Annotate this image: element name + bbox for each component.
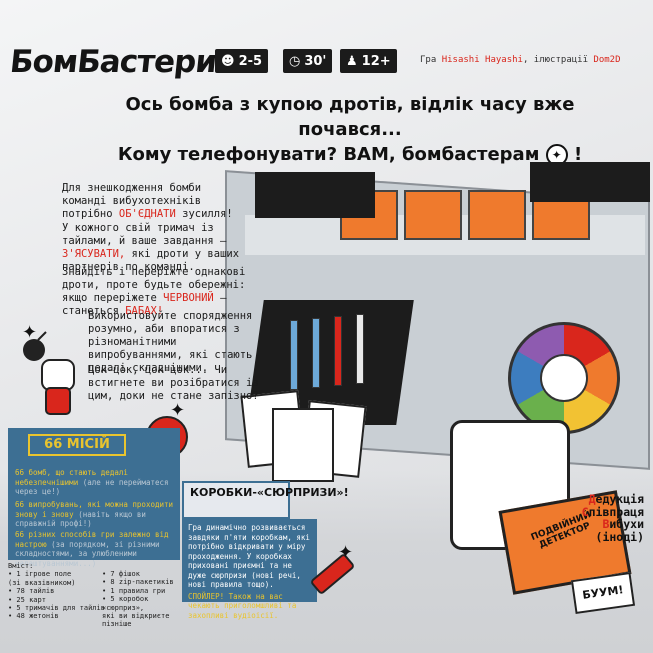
age-value: 12+ xyxy=(361,53,391,69)
time-badge: ◷ 30' xyxy=(283,49,333,73)
players-value: 2-5 xyxy=(238,53,263,69)
contents-item: • 8 zip-пакетиків xyxy=(102,578,174,587)
missions-title: 66 МІСІЙ xyxy=(28,434,126,456)
spark-icon: ✦ xyxy=(22,322,38,343)
headline-line2: Кому телефонувати? ВАМ, бомбастерам ✦ ! xyxy=(110,142,590,167)
time-value: 30' xyxy=(304,53,327,69)
intro-p1-text: Для знешкодження бомби команді вибухотех… xyxy=(62,182,202,220)
intro-p4: Використовуйте спорядження розумно, аби … xyxy=(88,310,253,374)
person-icon: ♟ xyxy=(346,53,358,69)
feature-cooperation: Співпраця xyxy=(532,504,644,519)
clock-icon: ◷ xyxy=(289,53,301,69)
intro-p5: Цок-цок, цок-цок... Чи встигнете ви розі… xyxy=(88,364,259,402)
mission-photo xyxy=(272,408,334,482)
headline: Ось бомба з купою дротів, відлік часу вж… xyxy=(110,92,590,167)
tile-holder xyxy=(530,162,650,202)
contents-title: Вміст: xyxy=(8,562,34,570)
intro-p2: У кожного свій тримач із тайлами, й ваше… xyxy=(62,222,262,274)
credits-mid: , ілюстрації xyxy=(522,55,588,65)
headline-line1: Ось бомба з купою дротів, відлік часу вж… xyxy=(125,94,575,140)
wire-tile xyxy=(290,320,298,390)
players-badge: ☻ 2-5 xyxy=(215,49,269,73)
mission-item-highlight: 66 випробувань, які можна проходити знов… xyxy=(15,500,174,519)
intro-p3-highlight2: БАБАХ! xyxy=(125,305,164,317)
feature-note: (іноді) xyxy=(595,529,644,544)
mission-item-note: (але не перейматеся через це!) xyxy=(15,477,169,497)
mission-item: 66 бомб, що стають дедалі небезпечнішими… xyxy=(15,468,175,497)
intro-p1-end: зусилля! xyxy=(182,208,233,220)
mission-item: 66 випробувань, які можна проходити знов… xyxy=(15,500,175,529)
intro-p3-text: Знайдіть і переріжте однакові дроти, про… xyxy=(62,266,246,304)
feature-cap: В xyxy=(602,517,610,531)
dial-pointer xyxy=(540,354,588,402)
wire-tile-red xyxy=(334,316,342,386)
feature-explosions: Вибухи xyxy=(532,518,644,531)
intro-p2-text: У кожного свій тримач із тайлами, й ваше… xyxy=(62,222,227,247)
headline-line2-end: ! xyxy=(573,144,583,165)
feature-cap: Д xyxy=(588,492,596,506)
intro-p2-highlight: З'ЯСУВАТИ, xyxy=(62,248,126,260)
surprise-text: Гра динамічно розвивається завдяки п'яти… xyxy=(188,523,310,589)
intro-p2-end: які дроти у ваших партнерів по команді. xyxy=(62,248,240,273)
feature-text: едукція xyxy=(595,492,644,506)
equipment-card xyxy=(404,190,462,240)
age-badge: ♟ 12+ xyxy=(340,49,397,73)
features-list: Дедукція Співпраця Вибухи (іноді) xyxy=(532,493,644,543)
feature-text: ибухи xyxy=(609,517,644,531)
mission-item-highlight: 66 бомб, що стають дедалі небезпечнішими xyxy=(15,468,128,487)
intro-p3-mid: – станеться xyxy=(62,292,227,317)
contents-item: • 1 ігрове поле xyxy=(8,570,72,579)
mission-item-highlight: 66 різних способів гри залежно від настр… xyxy=(15,530,169,549)
contents-item: • 48 жетонів xyxy=(8,612,59,621)
contents-item: • 78 тайлів xyxy=(8,587,55,596)
players-icon: ☻ xyxy=(221,53,235,69)
equipment-card xyxy=(468,190,526,240)
contents-item: пізніше xyxy=(102,620,132,629)
intro-p3: Знайдіть і переріжте однакові дроти, про… xyxy=(62,266,272,318)
mission-item: 66 різних способів гри залежно від настр… xyxy=(15,530,175,568)
intro-p3-highlight1: ЧЕРВОНИЙ xyxy=(163,292,214,304)
feature-cap: С xyxy=(581,504,589,519)
contents-item: • 5 коробок «сюрприз», xyxy=(102,595,149,612)
mission-item-note: (за порядком, зі різними складностями, з… xyxy=(15,539,160,568)
intro-p1: Для знешкодження бомби команді вибухотех… xyxy=(62,182,237,221)
spark-icon: ✦ xyxy=(338,542,354,563)
game-logo: БомБастери xyxy=(8,44,218,80)
spark-icon: ✦ xyxy=(170,400,186,421)
feature-deduction: Дедукція xyxy=(532,493,644,506)
tile-holder xyxy=(255,172,375,218)
credits: Гра Hisashi Hayashi, ілюстрації Dom2D xyxy=(420,55,621,65)
headline-line2-text: Кому телефонувати? ВАМ, бомбастерам xyxy=(117,144,540,165)
contents-item: • 5 тримачів для тайлів xyxy=(8,604,105,613)
credits-prefix: Гра xyxy=(420,55,437,65)
contents-item: (зі вказівником) xyxy=(8,578,76,587)
bomb-character xyxy=(23,331,75,415)
surprise-title: КОРОБКИ-«СЮРПРИЗИ»! xyxy=(182,481,349,519)
wire-tile xyxy=(312,318,320,388)
wire-tile xyxy=(356,314,364,384)
illustrator-name: Dom2D xyxy=(593,55,621,65)
feature-text: півпраця xyxy=(588,504,644,519)
contents-item: які ви відкриєте xyxy=(102,612,170,621)
surprise-panel: Гра динамічно розвивається завдяки п'яти… xyxy=(182,519,317,620)
intro-p1-highlight: ОБ'ЄДНАТИ xyxy=(118,208,176,220)
contents-item: • 7 фішок xyxy=(102,570,140,578)
contents-right: • 7 фішок • 8 zip-пакетиків • 1 правила … xyxy=(102,570,182,629)
surprise-spoiler: СПОЙЛЕР! Також на вас чекають приголомшл… xyxy=(188,591,297,620)
author-name: Hisashi Hayashi xyxy=(441,55,523,65)
mission-item-note: (навіть якщо ви справжній профі!) xyxy=(15,509,146,529)
contents-item: • 1 правила гри xyxy=(102,586,166,595)
contents-item: • 25 карт xyxy=(8,595,46,604)
contents-left: Вміст: • 1 ігрове поле (зі вказівником) … xyxy=(8,562,108,621)
